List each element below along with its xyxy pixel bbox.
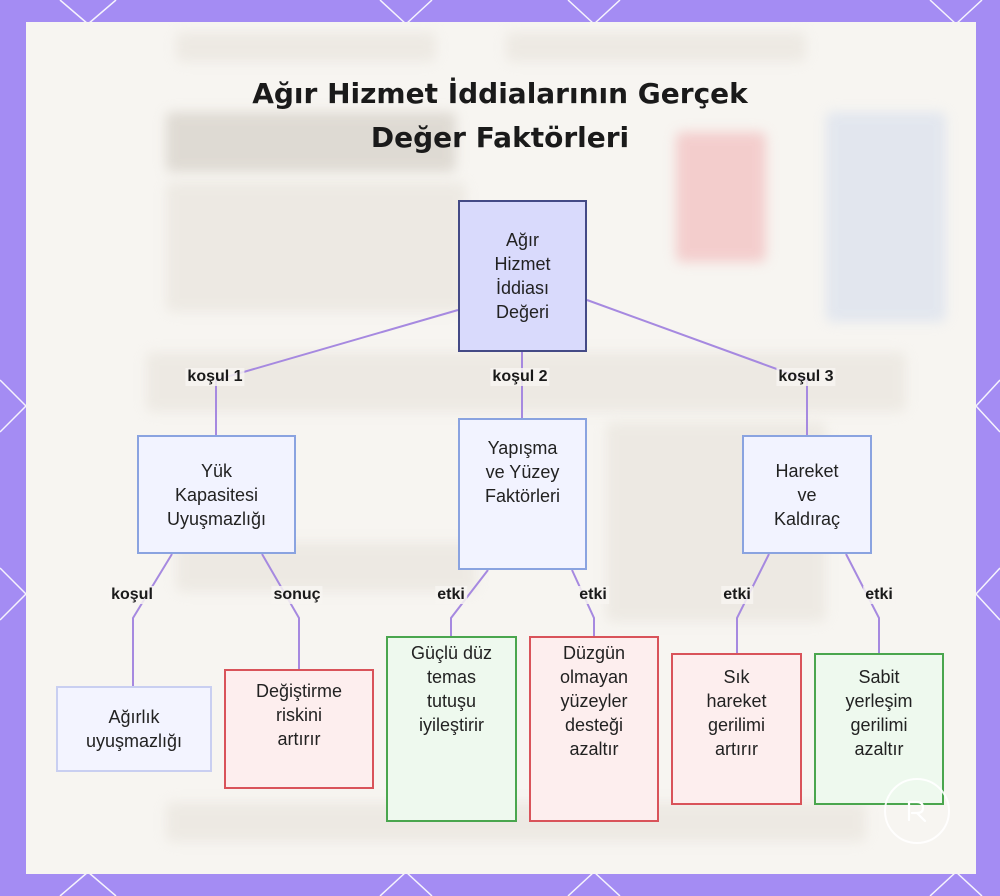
node-uneven-surfaces: Düzgün olmayan yüzeyler desteği azaltır [529,636,659,822]
node-smooth-contact-label: Güçlü düz temas tutuşu iyileştirir [410,643,493,735]
edge-load-replace [261,553,300,669]
node-uneven-surfaces-label: Düzgün olmayan yüzeyler desteği azaltır [559,643,629,759]
node-root-label: Ağır Hizmet İddiası Değeri [494,230,551,322]
node-motion: Hareket ve Kaldıraç [742,435,872,554]
node-load-capacity-label: Yük Kapasitesi Uyuşmazlığı [166,460,267,529]
edge-label-effect-uneven: etki [577,586,609,604]
edge-label-effect-frequent: etki [721,586,753,604]
logo-icon [907,800,927,823]
node-replacement-risk-label: Değiştirme riskini artırır [255,681,343,749]
edge-label-condition-3: koşul 3 [776,368,836,386]
node-motion-label: Hareket ve Kaldıraç [773,460,841,529]
edge-motion-fixed [845,553,880,653]
edge-root-load [215,309,459,435]
node-load-capacity: Yük Kapasitesi Uyuşmazlığı [137,435,296,554]
node-frequent-motion-label: Sık hareket gerilimi artırır [706,667,767,759]
title-line-2: Değer Faktörleri [370,121,630,154]
edge-adhesion-smooth [450,569,489,636]
node-frequent-motion: Sık hareket gerilimi artırır [671,653,802,805]
node-adhesion-label: Yapışma ve Yüzey Faktörleri [484,438,560,506]
node-smooth-contact: Güçlü düz temas tutuşu iyileştirir [386,636,517,822]
edge-load-weight [132,553,173,686]
node-adhesion: Yapışma ve Yüzey Faktörleri [458,418,587,570]
edge-motion-frequent [736,553,770,653]
watermark-logo [884,778,950,844]
node-replacement-risk: Değiştirme riskini artırır [224,669,374,789]
node-fixed-placement-label: Sabit yerleşim gerilimi azaltır [845,667,913,759]
edge-label-condition: koşul [109,586,155,604]
edge-root-motion [586,299,808,435]
edge-label-effect-smooth: etki [435,586,467,604]
diagram-title: Ağır Hizmet İddialarının Gerçek Değer Fa… [0,72,1000,160]
node-weight-mismatch: Ağırlık uyuşmazlığı [56,686,212,772]
edge-label-effect-fixed: etki [863,586,895,604]
edge-label-result: sonuç [271,586,323,604]
node-weight-mismatch-label: Ağırlık uyuşmazlığı [85,707,183,751]
edge-label-condition-2: koşul 2 [490,368,550,386]
edge-label-condition-1: koşul 1 [185,368,245,386]
title-line-1: Ağır Hizmet İddialarının Gerçek [252,77,748,110]
node-root: Ağır Hizmet İddiası Değeri [458,200,587,352]
